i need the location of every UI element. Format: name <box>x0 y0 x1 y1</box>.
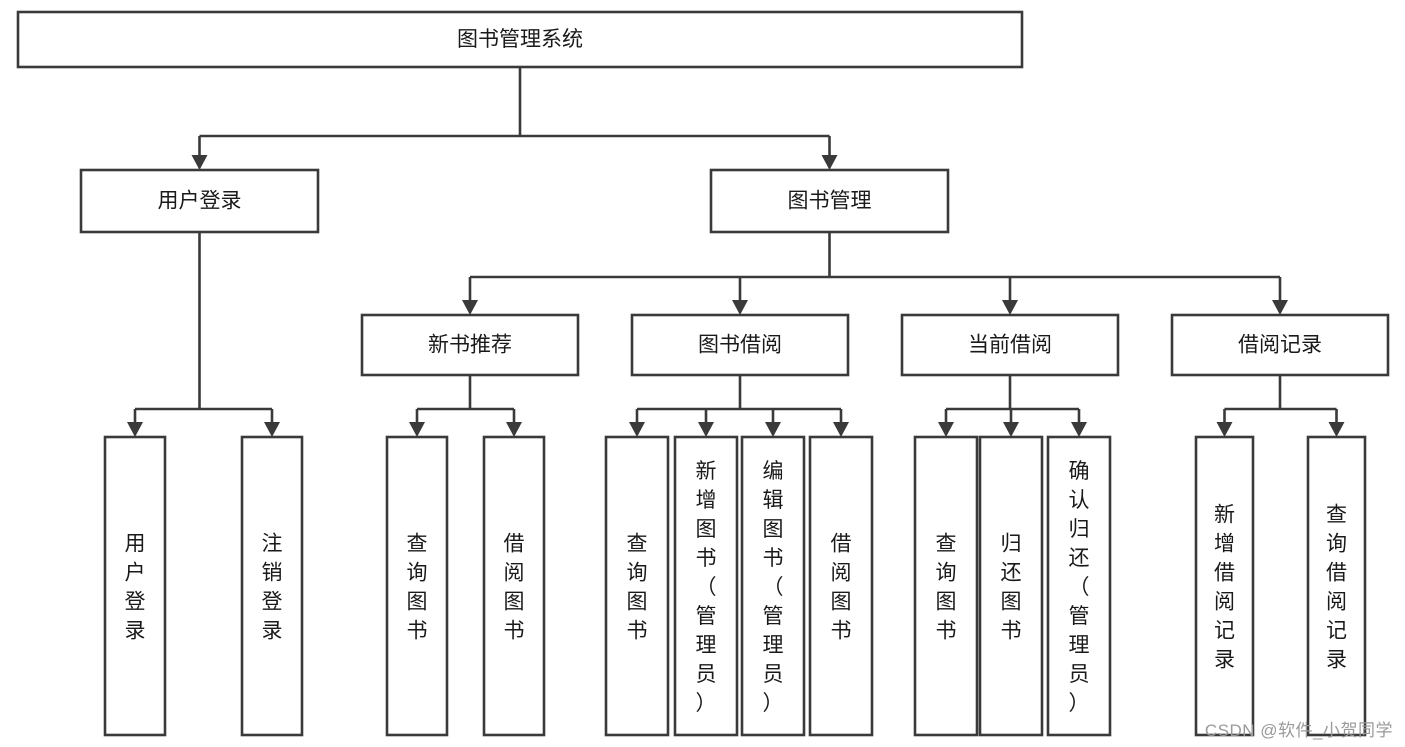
node-leaf-return-book[interactable]: 归还图书 <box>978 435 1044 737</box>
node-leaf-logout-login-rect[interactable] <box>240 435 304 737</box>
node-leaf-add-record[interactable]: 新增借阅记录 <box>1194 435 1255 737</box>
book-borrow-to-leaf-0-arrowhead <box>629 422 645 437</box>
node-new-book-recommend-rect[interactable] <box>360 313 580 377</box>
root-to-l2-1-arrowhead <box>821 155 838 170</box>
node-new-book-recommend[interactable]: 新书推荐 <box>360 313 580 377</box>
node-book-borrow[interactable]: 图书借阅 <box>630 313 850 377</box>
node-new-book-recommend-label: 新书推荐 <box>428 334 512 357</box>
node-borrow-record-rect[interactable] <box>1170 313 1390 377</box>
node-leaf-add-record-rect[interactable] <box>1194 435 1255 737</box>
node-book-manage[interactable]: 图书管理 <box>709 168 950 234</box>
node-leaf-query-book-1[interactable]: 查询图书 <box>385 435 449 737</box>
node-leaf-confirm-return-rect[interactable] <box>1046 435 1112 737</box>
node-user-login-rect[interactable] <box>79 168 320 234</box>
node-leaf-query-book-1-label: 查询图书 <box>407 533 428 643</box>
borrow-record-to-leaf-1-arrowhead <box>1328 422 1345 437</box>
node-leaf-edit-book-rect[interactable] <box>740 435 806 737</box>
node-book-manage-rect[interactable] <box>709 168 950 234</box>
book-borrow-to-leaf-1-arrowhead <box>698 422 714 437</box>
node-leaf-query-book-3-rect[interactable] <box>913 435 979 737</box>
node-leaf-borrow-book-2-rect[interactable] <box>808 435 874 737</box>
bm-to-l3-0-arrowhead <box>462 300 478 315</box>
book-borrow-to-leaf-2-arrowhead <box>765 422 781 437</box>
node-leaf-query-book-1-rect[interactable] <box>385 435 449 737</box>
node-leaf-edit-book-label: 编辑图书（管理员） <box>763 460 784 715</box>
node-leaf-query-book-2-rect[interactable] <box>604 435 670 737</box>
user-login-to-leaf-1-arrowhead <box>264 422 280 437</box>
new-book-recommend-to-leaf-0-arrowhead <box>409 422 425 437</box>
csdn-watermark: CSDN @软件_小贺同学 <box>1204 721 1393 740</box>
node-book-borrow-label: 图书借阅 <box>698 334 782 357</box>
node-user-login[interactable]: 用户登录 <box>79 168 320 234</box>
node-leaf-user-login-label: 用户登录 <box>125 533 146 643</box>
node-leaf-query-book-3-label: 查询图书 <box>936 533 957 643</box>
node-current-borrow-label: 当前借阅 <box>968 334 1052 357</box>
current-borrow-to-leaf-2-arrowhead <box>1071 422 1087 437</box>
borrow-record-to-leaf-0-arrowhead <box>1216 422 1233 437</box>
node-user-login-label: 用户登录 <box>158 190 242 213</box>
node-root-system-rect[interactable] <box>16 10 1024 69</box>
node-leaf-borrow-book-2-label: 借阅图书 <box>831 533 852 643</box>
node-leaf-add-book[interactable]: 新增图书（管理员） <box>673 435 739 737</box>
node-root-system[interactable]: 图书管理系统 <box>16 10 1024 69</box>
node-leaf-add-record-label: 新增借阅记录 <box>1214 504 1235 672</box>
connector-layer <box>127 67 1345 437</box>
node-leaf-return-book-label: 归还图书 <box>1001 533 1022 643</box>
node-leaf-query-book-2[interactable]: 查询图书 <box>604 435 670 737</box>
new-book-recommend-to-leaf-1-arrowhead <box>506 422 522 437</box>
bm-to-l3-3-arrowhead <box>1272 300 1288 315</box>
user-login-to-leaf-0-arrowhead <box>127 422 143 437</box>
node-leaf-user-login-rect[interactable] <box>103 435 167 737</box>
node-leaf-return-book-rect[interactable] <box>978 435 1044 737</box>
node-layer: 图书管理系统用户登录图书管理新书推荐图书借阅当前借阅借阅记录用户登录注销登录查询… <box>16 10 1390 737</box>
root-to-l2-0-arrowhead <box>191 155 208 170</box>
node-leaf-add-book-label: 新增图书（管理员） <box>696 460 717 715</box>
current-borrow-to-leaf-0-arrowhead <box>938 422 954 437</box>
node-leaf-borrow-book-1-label: 借阅图书 <box>504 533 525 643</box>
node-leaf-logout-login-label: 注销登录 <box>262 533 283 643</box>
node-leaf-add-book-rect[interactable] <box>673 435 739 737</box>
bm-to-l3-1-arrowhead <box>732 300 748 315</box>
node-current-borrow-rect[interactable] <box>900 313 1120 377</box>
current-borrow-to-leaf-1-arrowhead <box>1003 422 1019 437</box>
node-leaf-confirm-return[interactable]: 确认归还（管理员） <box>1046 435 1112 737</box>
node-leaf-borrow-book-2[interactable]: 借阅图书 <box>808 435 874 737</box>
node-leaf-confirm-return-label: 确认归还（管理员） <box>1069 460 1090 715</box>
book-borrow-to-leaf-3-arrowhead <box>833 422 849 437</box>
node-leaf-query-record-rect[interactable] <box>1306 435 1367 737</box>
node-leaf-query-book-2-label: 查询图书 <box>627 533 648 643</box>
node-borrow-record-label: 借阅记录 <box>1238 334 1322 357</box>
node-leaf-query-record-label: 查询借阅记录 <box>1326 504 1347 672</box>
node-root-system-label: 图书管理系统 <box>457 28 583 51</box>
node-book-manage-label: 图书管理 <box>788 190 872 213</box>
node-leaf-logout-login[interactable]: 注销登录 <box>240 435 304 737</box>
node-leaf-borrow-book-1[interactable]: 借阅图书 <box>482 435 546 737</box>
node-leaf-edit-book[interactable]: 编辑图书（管理员） <box>740 435 806 737</box>
bm-to-l3-2-arrowhead <box>1002 300 1018 315</box>
node-leaf-borrow-book-1-rect[interactable] <box>482 435 546 737</box>
node-borrow-record[interactable]: 借阅记录 <box>1170 313 1390 377</box>
node-leaf-user-login[interactable]: 用户登录 <box>103 435 167 737</box>
node-current-borrow[interactable]: 当前借阅 <box>900 313 1120 377</box>
node-book-borrow-rect[interactable] <box>630 313 850 377</box>
node-leaf-query-book-3[interactable]: 查询图书 <box>913 435 979 737</box>
node-leaf-query-record[interactable]: 查询借阅记录 <box>1306 435 1367 737</box>
